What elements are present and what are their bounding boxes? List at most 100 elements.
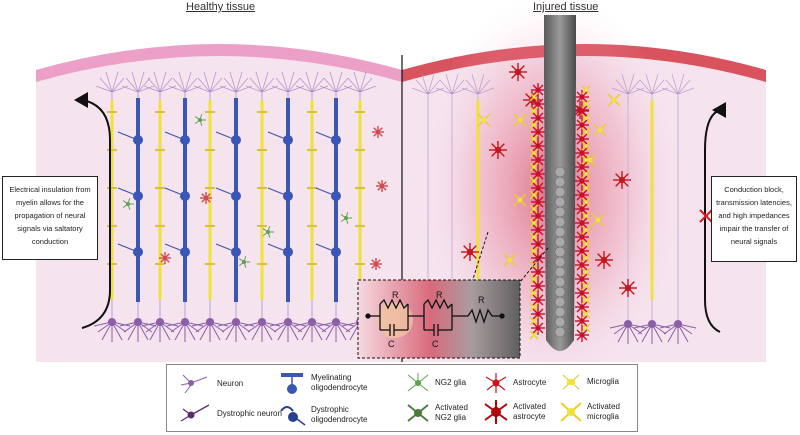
microglia-cell (529, 190, 539, 200)
oligodendrocyte-process (315, 243, 337, 253)
astrocyte-cell (575, 286, 589, 300)
neuron-cell (119, 318, 157, 342)
microglia-cell (529, 288, 539, 298)
healthy-axon-bundle (93, 71, 379, 342)
microglia-cell (581, 323, 591, 333)
neuron-cell (243, 318, 281, 342)
legend-myelinating-oligodendrocyte: Myelinating oligodendrocyte (277, 369, 387, 397)
astrocyte-cell (531, 251, 545, 265)
microglia-cell (529, 246, 539, 256)
microglia-cell (581, 155, 591, 165)
microglia-cell (513, 193, 527, 207)
electrode-site (554, 196, 566, 208)
dendrite-branches (193, 71, 227, 93)
astrocyte-cell (531, 167, 545, 181)
legend-ng2-glia-label: NG2 glia (435, 378, 467, 387)
implanted-probe (544, 15, 576, 351)
dendrite-branches (295, 71, 329, 93)
electrode-site (554, 236, 566, 248)
astrocyte-cell (489, 141, 507, 159)
healthy-description-box: Electrical insulation from myelin allows… (2, 176, 98, 260)
astrocyte-cell (575, 104, 589, 118)
astrocyte-cell (200, 192, 212, 204)
astrocyte-cell (509, 63, 527, 81)
microglia-cell (581, 169, 591, 179)
signal-arrows (74, 92, 726, 333)
neuron-cell (609, 320, 647, 344)
astrocyte-cell (575, 118, 589, 132)
legend-activated-microglia-label: Activated microglia (587, 402, 620, 421)
astrocyte-cell (531, 293, 545, 307)
neuron-cell (659, 320, 697, 344)
dendrite-branches (635, 73, 669, 95)
astrocyte-cell (531, 321, 545, 335)
microglia-cell (529, 330, 539, 340)
legend-dystrophic-neuron-label: Dystrophic neuron (217, 409, 282, 418)
legend-astrocyte-label: Astrocyte (513, 378, 547, 387)
microglia-cell (529, 274, 539, 284)
healthy-tissue-title: Healthy tissue (186, 1, 256, 13)
astrocyte-cell (575, 328, 589, 342)
electrode-site (554, 166, 566, 178)
neuron-cell (191, 318, 229, 342)
astrocyte-cell (531, 307, 545, 321)
microglia-cell (583, 153, 597, 167)
microglia-cell (581, 197, 591, 207)
electrode-site (554, 226, 566, 238)
microglia-cell (581, 113, 591, 123)
injured-axon-bundle (409, 73, 697, 344)
astrocyte-cell (531, 223, 545, 237)
dendrite-branches (461, 73, 495, 95)
microglia-cell (513, 113, 527, 127)
microglia-cell (581, 127, 591, 137)
dendrite-branches (435, 73, 469, 95)
injured-tissue-title: Injured tissue (533, 1, 599, 13)
astrocyte-cell (575, 230, 589, 244)
neuron-cell (141, 318, 179, 342)
astrocyte-cell (376, 180, 388, 192)
legend-myelinating-oligodendrocyte-label: Myelinating oligodendrocyte (311, 373, 368, 392)
circuit-r3-label: R (478, 295, 485, 305)
astrocyte-cell (575, 258, 589, 272)
neuron-cell (217, 318, 255, 342)
microglia-cell (529, 176, 539, 186)
electrode-site (554, 186, 566, 198)
astrocyte-cell (531, 139, 545, 153)
astrocyte-cell (531, 111, 545, 125)
circuit-c2-label: C (432, 339, 439, 349)
legend-activated-ng2-glia-label: Activated NG2 glia (435, 403, 468, 422)
legend-neuron: Neuron (177, 371, 243, 397)
legend-microglia-label: Microglia (587, 377, 620, 386)
dendrite-branches (143, 71, 177, 93)
astrocyte-cell (461, 243, 479, 261)
astrocyte-cell (575, 216, 589, 230)
microglia-cell (581, 85, 591, 95)
microglia-cell (529, 232, 539, 242)
circuit-r1-label: R (392, 290, 399, 300)
astrocyte-cell (370, 258, 382, 270)
oligodendrocyte-process (117, 131, 139, 141)
healthy-tissue-surface (36, 44, 402, 82)
ng2-glia-cell (262, 226, 274, 238)
glia-cells (122, 63, 637, 342)
neuron-cell (633, 320, 671, 344)
microglia-cell (529, 148, 539, 158)
microglia-cell (529, 134, 539, 144)
electrode-site (554, 216, 566, 228)
legend-activated-astrocyte-label: Activated astrocyte (513, 402, 546, 421)
astrocyte-cell (619, 279, 637, 297)
astrocyte-icon (485, 373, 507, 393)
dendrite-branches (611, 73, 645, 95)
activated-astrocyte-icon (484, 400, 508, 424)
astrocyte-cell (575, 314, 589, 328)
dendrite-branches (661, 73, 695, 95)
dendrite-branches (411, 73, 445, 95)
legend-microglia: Microglia (559, 371, 619, 393)
electrode-site (554, 286, 566, 298)
microglia-cell (607, 93, 621, 107)
dystrophic-neuron-icon (180, 404, 210, 422)
ng2-glia-cell (122, 198, 134, 210)
electrode-site (554, 306, 566, 318)
astrocyte-cell (575, 188, 589, 202)
